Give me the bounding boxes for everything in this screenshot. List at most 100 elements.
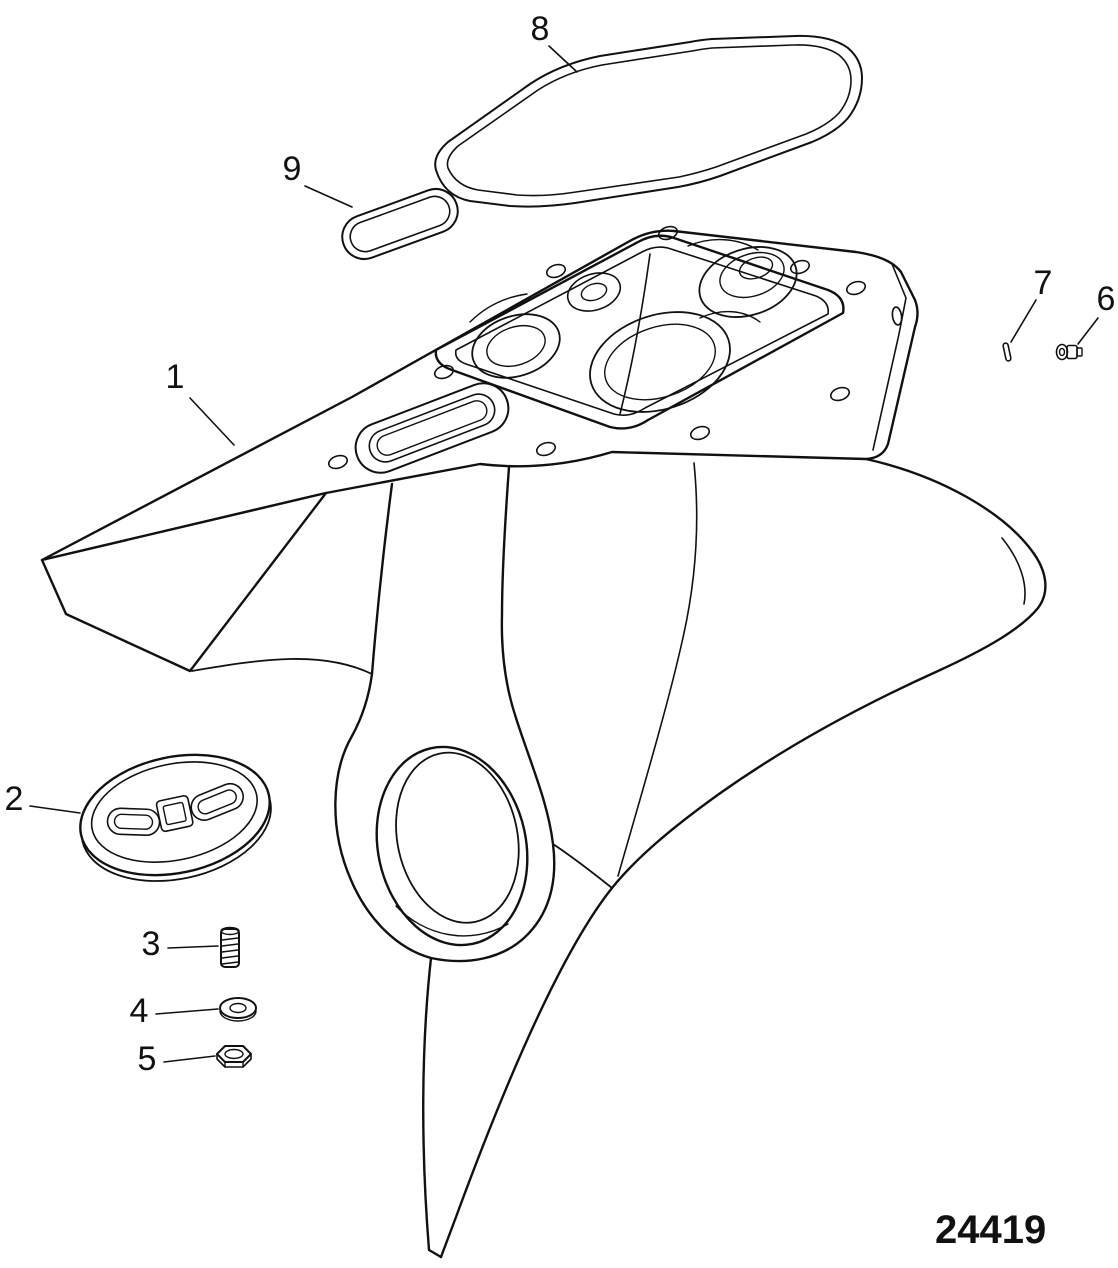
bolt-hole <box>789 259 811 275</box>
bore-left-outer <box>471 313 561 379</box>
gear-housing <box>40 225 1047 1259</box>
bearing-bore-shadow <box>395 905 509 937</box>
housing-case-to-skeg <box>552 843 613 889</box>
bolt-hole <box>657 225 679 241</box>
gasket-small-outer <box>341 188 459 260</box>
bearing-bore <box>375 745 529 947</box>
callout-9-label: 9 <box>283 150 302 188</box>
cover-center-opening <box>155 794 194 833</box>
callout-5: 5 <box>138 1040 216 1078</box>
dowel-pin <box>1002 342 1012 362</box>
washer-outer <box>219 997 257 1019</box>
gasket-small <box>341 188 459 260</box>
nut <box>216 1045 252 1068</box>
cavity-rim-inner <box>454 246 830 416</box>
callout-3: 3 <box>142 925 219 963</box>
gasket-large-inner <box>446 44 852 197</box>
housing-body-contour <box>617 462 698 877</box>
cavity-rim-outer <box>434 234 845 430</box>
nut-hole <box>224 1048 244 1060</box>
cover-plate <box>79 753 272 882</box>
flange-bolt-holes <box>327 225 867 470</box>
callout-6: 6 <box>1077 280 1116 345</box>
callout-6-label: 6 <box>1097 280 1116 318</box>
drawing-number: 24419 <box>935 1208 1046 1252</box>
washer <box>219 997 257 1022</box>
housing-deck-top <box>40 229 919 562</box>
callout-7-leader <box>1010 299 1037 343</box>
callout-9-leader <box>304 185 353 208</box>
bolt-hole <box>535 441 557 457</box>
shift-boss-mid <box>719 251 785 299</box>
callout-9: 9 <box>283 150 353 208</box>
callout-8-label: 8 <box>531 10 550 48</box>
cover-slot-right-inner <box>197 789 237 815</box>
bolt-hole <box>433 364 455 380</box>
callout-3-leader <box>167 945 219 949</box>
bolt-hole <box>845 280 867 296</box>
oval-recess-outer <box>354 382 510 474</box>
fitting-face-inner <box>1058 347 1066 357</box>
callout-4-label: 4 <box>130 992 149 1030</box>
callout-1-leader <box>189 397 235 446</box>
stud-thread <box>221 961 239 965</box>
cover-slot-left-inner <box>113 813 154 830</box>
bore-top-outer <box>566 272 622 312</box>
callout-3-label: 3 <box>142 925 161 963</box>
housing-skeg-leading-edge <box>422 956 443 1259</box>
stud <box>220 926 240 968</box>
callout-8: 8 <box>531 10 578 73</box>
fitting-body <box>1066 344 1078 360</box>
cover-slot-right-outer <box>190 782 244 821</box>
bolt-hole <box>829 386 851 402</box>
bore-main-inner <box>604 323 716 401</box>
housing-tail-crease <box>1001 537 1026 605</box>
housing-underdeck-line <box>191 658 373 675</box>
housing-wedge-face <box>40 491 328 673</box>
callout-5-label: 5 <box>138 1040 157 1078</box>
callout-4: 4 <box>130 992 219 1030</box>
callout-1-label: 1 <box>166 358 185 396</box>
fitting <box>1055 343 1083 361</box>
callout-5-leader <box>163 1055 216 1063</box>
bore-top-inner <box>580 282 608 302</box>
cover-thickness <box>81 800 272 882</box>
cavity-curve-2 <box>469 293 528 323</box>
fitting-tip <box>1076 347 1083 357</box>
washer-hole <box>229 1002 247 1014</box>
shift-boss-outer <box>698 246 798 318</box>
callout-2: 2 <box>5 780 81 818</box>
bolt-hole <box>545 263 567 279</box>
housing-strut-gearcase <box>334 465 556 963</box>
cover-center-opening-inner <box>162 801 187 826</box>
cover-face <box>90 761 258 863</box>
housing-bulb-outline <box>439 457 1047 1259</box>
bore-main-outer <box>589 311 731 413</box>
callout-2-leader <box>29 805 81 814</box>
dowel-pin-body <box>1002 342 1012 362</box>
cavity-curve-3 <box>699 310 761 323</box>
stud-thread <box>221 943 239 947</box>
bore-left-inner <box>486 324 546 368</box>
callout-6-leader <box>1077 317 1099 345</box>
bearing-bore-inner <box>395 751 520 924</box>
deck-end-hole <box>891 306 903 326</box>
stud-thread <box>221 937 239 941</box>
gasket-small-inner <box>349 195 451 253</box>
bolt-hole <box>689 425 711 441</box>
cover-outer-rim <box>79 753 271 877</box>
cover-slot-right <box>190 782 244 821</box>
stud-top <box>220 926 240 936</box>
deck-end-chamfer <box>872 263 907 451</box>
gasket-large-outer <box>434 34 863 208</box>
callout-1: 1 <box>166 358 235 446</box>
washer-thickness <box>219 1010 257 1022</box>
callout-8-leader <box>548 45 578 73</box>
callout-7: 7 <box>1010 264 1052 343</box>
oval-recess-inner <box>376 400 488 456</box>
nut-side-faces <box>216 1053 252 1068</box>
bearing-bore-outer <box>375 745 529 947</box>
stud-thread <box>221 955 239 959</box>
